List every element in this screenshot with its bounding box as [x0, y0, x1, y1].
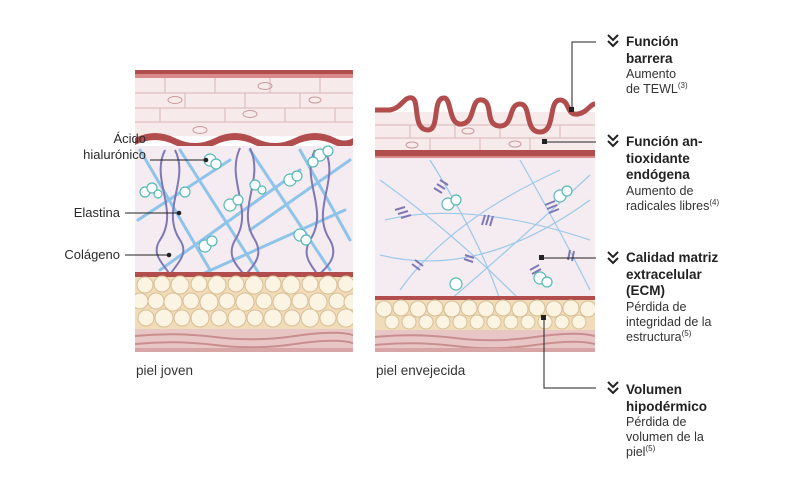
double-chevron-down-icon — [607, 381, 619, 395]
aged-fat-cells — [375, 299, 595, 330]
caption-young-skin: piel joven — [136, 363, 194, 378]
young-hyaluronic-acid — [139, 145, 334, 253]
aged-epidermis — [375, 112, 595, 150]
annotation-hypodermic-volume: Volumen hipodérmico Pérdida de volumen d… — [626, 382, 796, 460]
annotation-title: Función an- tioxidante endógena — [626, 134, 703, 182]
double-chevron-down-icon — [607, 34, 619, 48]
left-leader-lines — [125, 157, 209, 258]
label-elastin: Elastina — [73, 205, 120, 220]
right-leader-lines — [539, 41, 596, 389]
annotation-title: Calidad matriz extracelular (ECM) — [626, 250, 719, 298]
double-chevron-down-icon — [607, 134, 619, 148]
aged-hyaluronic-acid — [441, 185, 573, 291]
double-chevron-down-icon — [607, 251, 619, 265]
annotation-antioxidant-function: Función an- tioxidante endógena Aumento … — [626, 134, 796, 214]
young-skin-panel — [135, 70, 353, 352]
label-collagen: Colágeno — [64, 247, 120, 262]
young-elastin-fibers — [155, 147, 335, 277]
annotation-title: Función barrera — [626, 34, 679, 66]
annotation-description: Pérdida de integridad de la estructura(5… — [626, 299, 712, 344]
annotation-description: Pérdida de volumen de la piel(5) — [626, 415, 704, 459]
annotation-description: Aumento de radicales libres(4) — [626, 183, 720, 213]
annotation-barrier-function: Función barrera Aumento de TEWL(3) — [626, 34, 796, 97]
young-fat-cells — [135, 275, 353, 328]
young-collagen-fibers — [136, 148, 352, 277]
caption-aged-skin: piel envejecida — [376, 363, 466, 378]
aged-wrinkled-surface — [375, 95, 595, 135]
annotation-title: Volumen hipodérmico — [626, 382, 708, 414]
young-epidermis — [135, 78, 353, 136]
label-hyaluronic-acid: Ácido hialurónico — [83, 131, 146, 162]
aged-elastin-fragments — [394, 179, 575, 275]
annotation-description: Aumento de TEWL(3) — [626, 67, 688, 96]
annotation-ecm-quality: Calidad matriz extracelular (ECM) Pérdid… — [626, 250, 796, 345]
aged-skin-panel — [375, 95, 595, 352]
aged-dermis — [375, 158, 595, 296]
